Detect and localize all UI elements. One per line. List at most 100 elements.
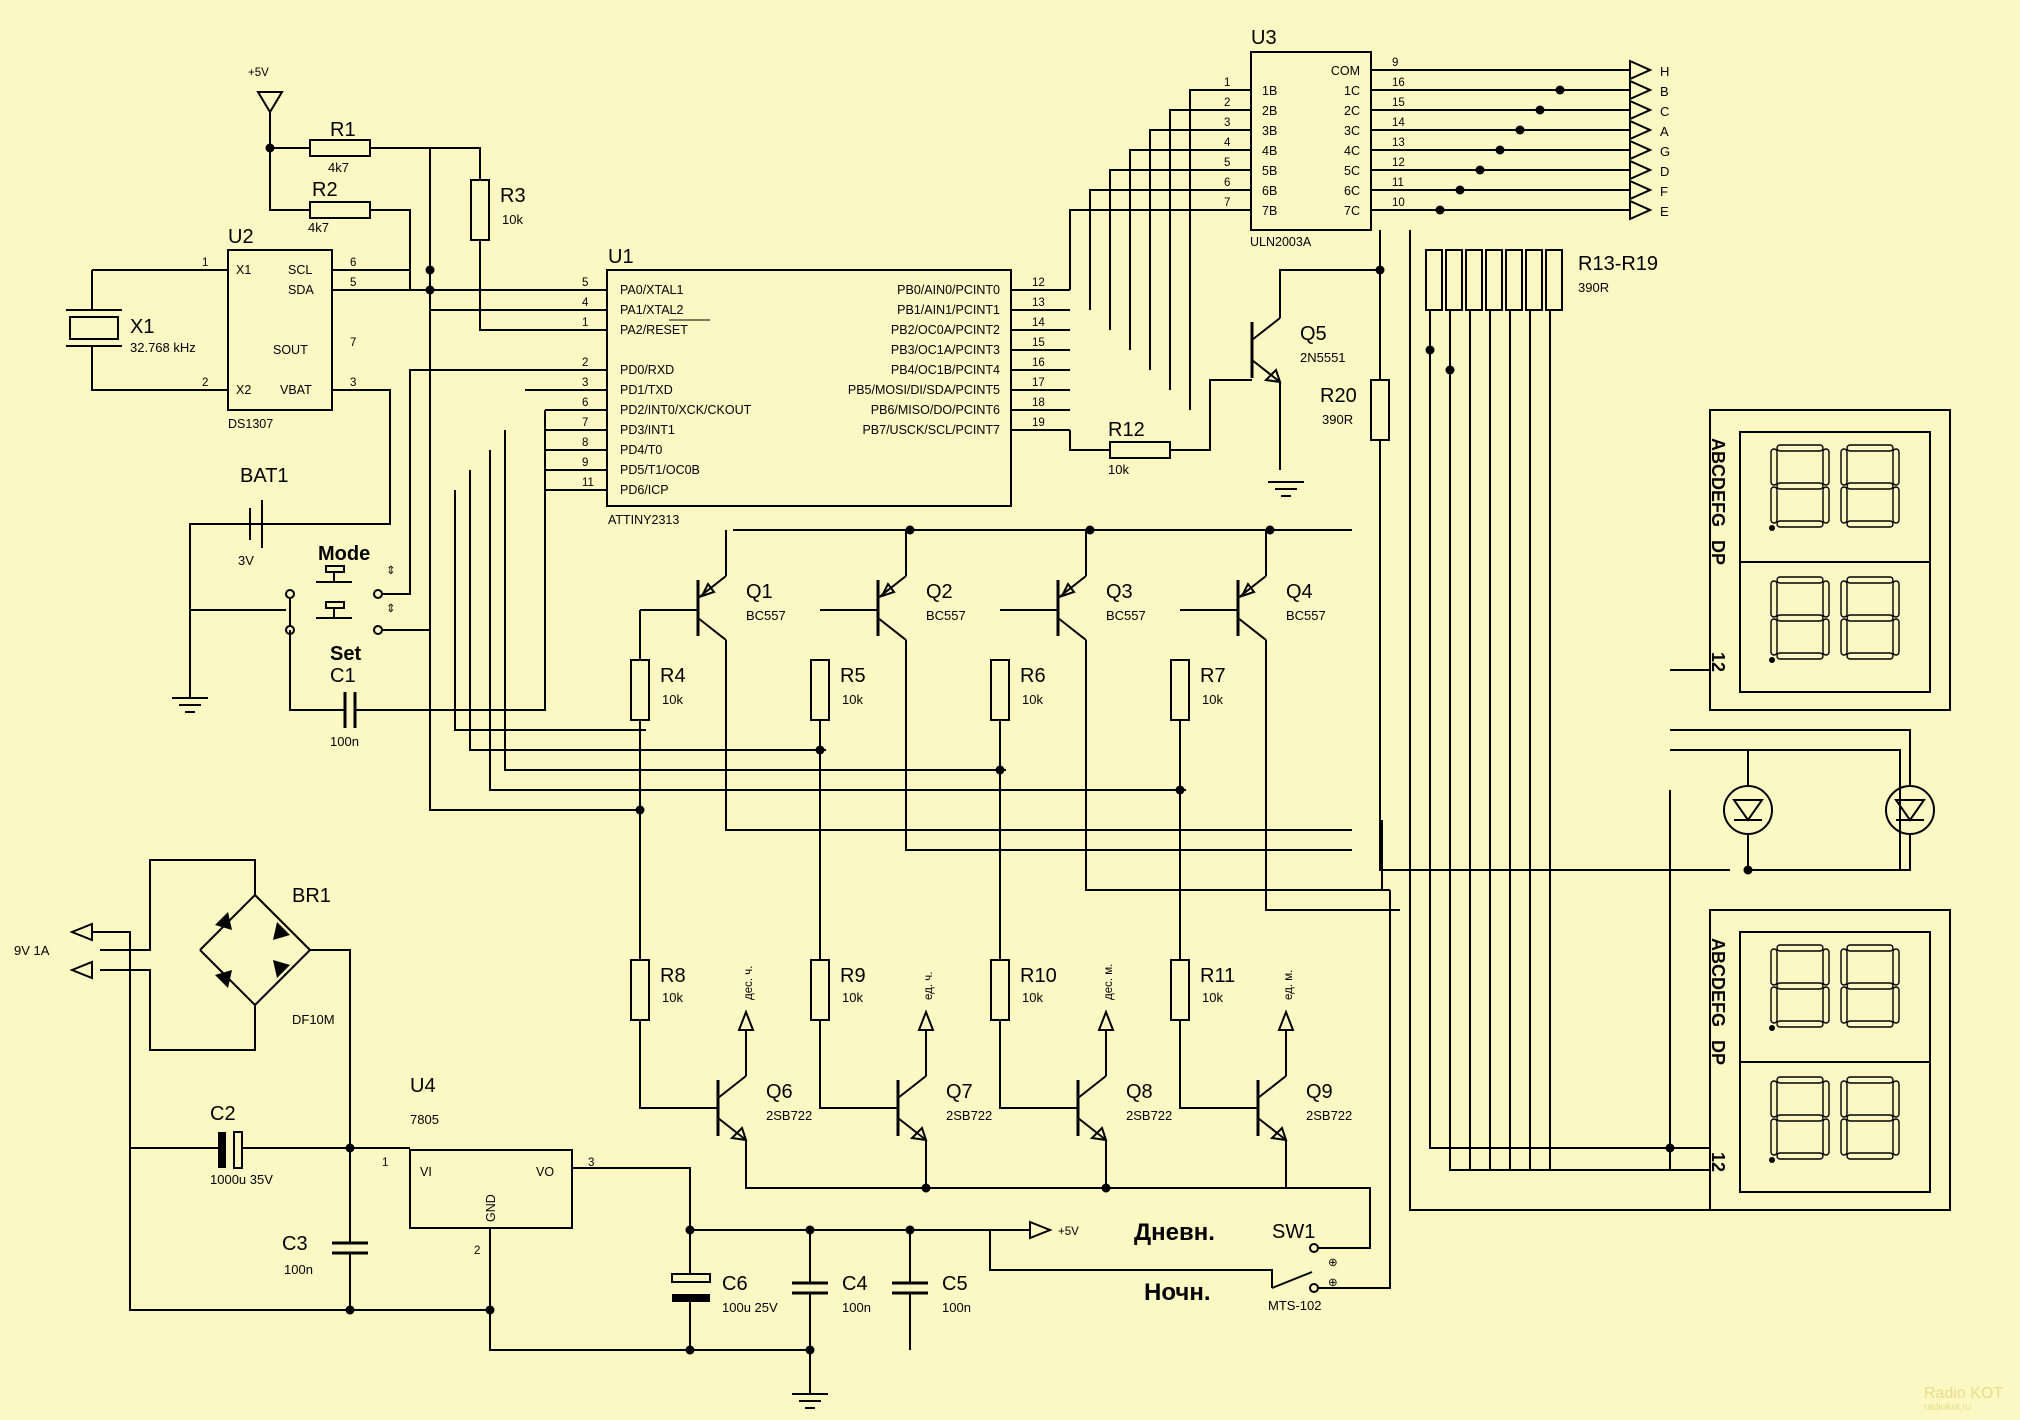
capacitor-value: 100n <box>942 1300 971 1315</box>
u3-pin-label: 4C <box>1344 144 1360 158</box>
resistor-ref: R6 <box>1020 665 1046 687</box>
wire <box>989 1230 1273 1288</box>
wire <box>430 147 481 180</box>
resistor-value: 10k <box>1022 692 1043 707</box>
junction-dot <box>995 765 1005 775</box>
resistor-body <box>990 659 1010 721</box>
resistor-body <box>1525 249 1543 311</box>
transistor-ref: Q3 <box>1106 581 1133 603</box>
wire <box>269 112 310 149</box>
segment <box>1776 482 1824 490</box>
segment <box>1892 448 1900 486</box>
u3-pin-number: 14 <box>1392 117 1405 129</box>
u3-pin-number: 10 <box>1392 197 1405 209</box>
u1-pin-label: PD4/T0 <box>620 443 662 457</box>
u3-pin-number: 3 <box>1224 117 1230 129</box>
u3-pin-label: 7C <box>1344 204 1360 218</box>
u1-pin-number: 9 <box>582 457 588 469</box>
wire <box>92 931 350 1311</box>
wire <box>1109 169 1210 330</box>
transistor-arrow <box>880 582 896 598</box>
transistor-ref: Q9 <box>1306 1081 1333 1103</box>
wire <box>725 640 1352 831</box>
resistor-body <box>1170 659 1190 721</box>
svg-text:7: 7 <box>350 337 356 349</box>
resistor-value: 10k <box>502 212 523 227</box>
output-label: B <box>1660 84 1669 99</box>
segment <box>1822 580 1830 618</box>
segment <box>1770 486 1778 524</box>
capacitor-value: 100u 25V <box>722 1300 778 1315</box>
svg-text:X2: X2 <box>236 383 251 397</box>
test-point-arrow <box>917 1009 935 1031</box>
resistor-body <box>990 959 1010 1021</box>
segment <box>1840 948 1848 986</box>
u1-pin-label: PA1/XTAL2 <box>620 303 684 317</box>
transistor-arrow <box>1089 1126 1108 1142</box>
u1-pin-number: 8 <box>582 437 588 449</box>
test-point-label: ед. м. <box>1283 970 1295 1000</box>
u1-pin-number: 15 <box>1032 337 1045 349</box>
vcc-out-arrow: +5V <box>1029 1220 1079 1240</box>
transistor-arrow <box>1263 368 1282 384</box>
junction-dot <box>1175 785 1185 795</box>
u1-pin-label: PD3/INT1 <box>620 423 675 437</box>
svg-text:9V 1A: 9V 1A <box>14 943 50 958</box>
segment <box>1892 948 1900 986</box>
junction-dot <box>265 143 275 153</box>
test-point-label: дес. ч. <box>743 966 755 1000</box>
led-left <box>1723 785 1773 835</box>
transistor-collector <box>717 1075 747 1099</box>
display-segment-label: ABCDEFG <box>1708 438 1728 527</box>
u1-mcu: U1 ATTINY2313 PA0/XTAL15PA1/XTAL24PA2/RE… <box>545 246 1070 527</box>
svg-text:Set: Set <box>330 643 361 665</box>
digit-pair-bottom <box>1739 1061 1931 1193</box>
wire <box>819 1020 898 1109</box>
resistor-body <box>630 659 650 721</box>
u1-pin-label: PA2/RESET <box>620 323 688 337</box>
ground-symbols <box>172 481 1304 1409</box>
segment <box>1822 486 1830 524</box>
capacitor-ref: C5 <box>942 1273 968 1295</box>
svg-text:BAT1: BAT1 <box>240 465 289 487</box>
resistor-value: 390R <box>1322 412 1353 427</box>
u1-pin-number: 18 <box>1032 397 1045 409</box>
svg-text:SCL: SCL <box>288 263 312 277</box>
svg-text:⇕: ⇕ <box>386 603 396 615</box>
wire <box>745 1140 1371 1249</box>
wire <box>1170 379 1252 451</box>
svg-text:1: 1 <box>382 1157 388 1169</box>
wire <box>1670 729 1911 786</box>
segment <box>1846 982 1894 990</box>
wire <box>905 640 1352 851</box>
capacitor-ref: C2 <box>210 1103 236 1125</box>
u3-pin-label: 6B <box>1262 184 1277 198</box>
resistor-ref: R5 <box>840 665 866 687</box>
junction-dot <box>1265 525 1275 535</box>
output-label: A <box>1660 124 1669 139</box>
u1-pin-number: 13 <box>1032 297 1045 309</box>
u1-pin-label: PB2/OC0A/PCINT2 <box>891 323 1000 337</box>
u3-pin-number: 1 <box>1224 77 1230 89</box>
segment <box>1846 652 1894 660</box>
resistor-value: 390R <box>1578 280 1609 295</box>
svg-text:GND: GND <box>484 1194 498 1222</box>
capacitor-plate <box>672 1294 710 1302</box>
u1-pin-number: 6 <box>582 397 588 409</box>
transistor-ref: Q5 <box>1300 323 1327 345</box>
capacitor-value: 1000u 35V <box>210 1172 273 1187</box>
transistor-collector <box>877 617 907 641</box>
u3-pin-number: 2 <box>1224 97 1230 109</box>
u3-pin-number: 15 <box>1392 97 1405 109</box>
display-frame <box>1709 409 1951 711</box>
capacitor-plate <box>671 1273 711 1283</box>
segment <box>1822 1118 1830 1156</box>
wire <box>1069 209 1210 290</box>
resistor-ref: R8 <box>660 965 686 987</box>
resistor-value: 10k <box>1202 990 1223 1005</box>
capacitor-value: 100n <box>284 1262 313 1277</box>
resistor-ref: R1 <box>330 119 356 141</box>
u3-pin-label: 1B <box>1262 84 1277 98</box>
